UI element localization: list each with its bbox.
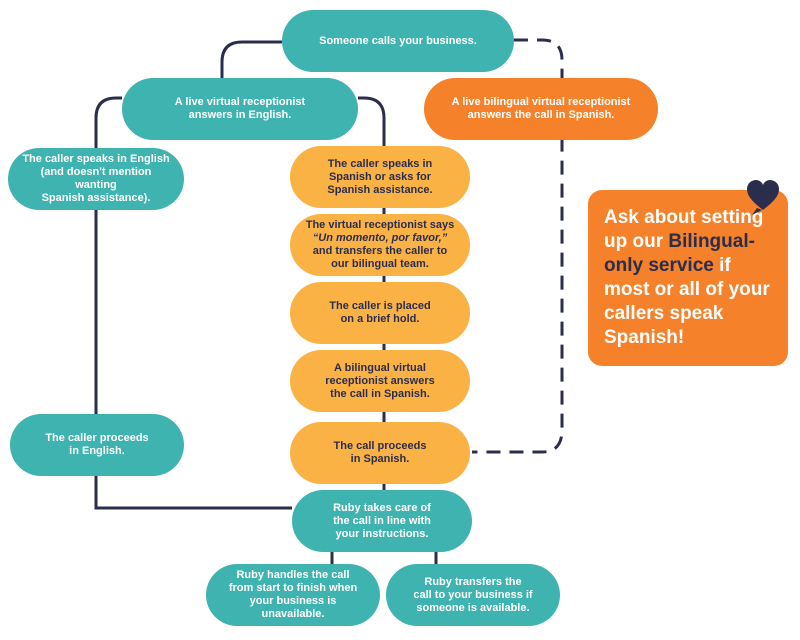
node-bilingual-answers: A bilingual virtual receptionist answers…: [290, 350, 470, 412]
node-text-line: answers in English.: [188, 109, 292, 121]
node-live-bilingual: A live bilingual virtual receptionist an…: [424, 78, 658, 140]
node-receptionist-says: The virtual receptionist says “Un moment…: [290, 214, 470, 276]
node-someone-calls: Someone calls your business.: [282, 10, 514, 72]
node-text-line: Ruby takes care of: [333, 501, 431, 514]
connector-english-to-left-branch: [94, 96, 292, 510]
node-ruby-transfers: Ruby transfers the call to your business…: [386, 564, 560, 626]
node-text-line: (and doesn't mention wanting: [40, 166, 152, 191]
node-text-line: The caller proceeds: [45, 432, 149, 444]
node-text-line: The virtual receptionist says: [305, 219, 455, 231]
node-text-line: Ruby handles the call: [236, 569, 350, 581]
callout-text: Ask about setting up our: [604, 207, 764, 252]
node-text-line: “Un momento, por favor,”: [312, 232, 448, 244]
node-text-line: the call in line with: [333, 514, 431, 527]
node-text-line: on a brief hold.: [340, 313, 420, 325]
node-text-line: and transfers the caller to: [312, 245, 448, 257]
node-text-line: Spanish or asks for: [328, 170, 432, 183]
heart-icon: [747, 180, 779, 215]
node-text-line: your business is unavailable.: [249, 595, 337, 620]
node-text-line: Ruby transfers the: [424, 575, 522, 588]
callout-bilingual-only: Ask about setting up our Bilingual-only …: [588, 190, 788, 366]
node-text-line: in English.: [69, 445, 125, 457]
node-proceeds-english: The caller proceeds in English.: [10, 414, 184, 476]
node-text-line: receptionist answers: [325, 374, 435, 387]
node-text-line: The call proceeds: [333, 440, 427, 452]
callout-text: if most or all of your callers speak Spa…: [604, 255, 770, 348]
callout-highlight: Bilingual-only service: [604, 231, 755, 276]
node-text-line: A live virtual receptionist: [174, 96, 306, 108]
node-text-line: A live bilingual virtual receptionist: [451, 96, 631, 108]
node-text-line: Spanish assistance).: [41, 192, 151, 204]
node-text-line: in Spanish.: [350, 453, 410, 465]
node-text-line: someone is available.: [416, 601, 530, 614]
node-text-line: your instructions.: [335, 527, 429, 540]
node-text: Someone calls your business.: [319, 34, 477, 47]
node-text-line: answers the call in Spanish.: [467, 109, 615, 121]
node-text-line: The caller is placed: [329, 300, 431, 312]
node-text-line: our bilingual team.: [331, 258, 429, 270]
node-text-line: call to your business if: [413, 588, 533, 601]
node-text-line: from start to finish when: [228, 582, 358, 594]
connector-top-to-english: [220, 40, 282, 78]
connector-dashed-bilingual: [472, 38, 564, 454]
node-caller-english: The caller speaks in English (and doesn'…: [8, 148, 184, 210]
node-text-line: the call in Spanish.: [330, 387, 430, 400]
connector-english-to-right-branch: [358, 96, 386, 148]
node-ruby-handles: Ruby handles the call from start to fini…: [206, 564, 380, 626]
node-ruby-takes-care: Ruby takes care of the call in line with…: [292, 490, 472, 552]
node-text-line: The caller speaks in English: [22, 153, 170, 165]
node-proceeds-spanish: The call proceeds in Spanish.: [290, 422, 470, 484]
node-live-english: A live virtual receptionist answers in E…: [122, 78, 358, 140]
node-text-line: Spanish assistance.: [327, 183, 433, 196]
node-text-line: The caller speaks in: [327, 157, 433, 170]
node-caller-spanish: The caller speaks in Spanish or asks for…: [290, 146, 470, 208]
node-brief-hold: The caller is placed on a brief hold.: [290, 282, 470, 344]
node-text-line: A bilingual virtual: [334, 361, 426, 374]
